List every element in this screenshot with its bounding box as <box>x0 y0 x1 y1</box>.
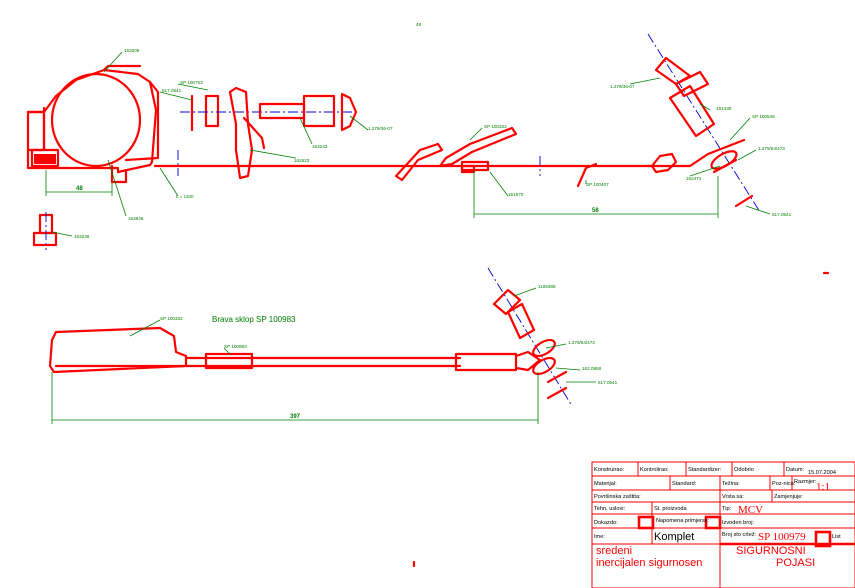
tb-napomena: Napomena primjersk: <box>656 518 710 524</box>
tb-vrsta: Vrsta sa: <box>722 494 744 500</box>
tb-materijal: Materijal: <box>594 481 617 487</box>
upper-labels: 163209 SP 100753 517.0541 163243 1.279/3… <box>74 48 792 239</box>
tb-st-proizvoda: St. proizvoda <box>654 506 688 512</box>
label-161430: 161430 <box>716 106 732 111</box>
lower-assembly-title: Brava sklop SP 100983 <box>212 315 296 324</box>
tb-konstruirao: Konstruirao: <box>594 467 625 473</box>
dim-right-len: 58 <box>592 208 599 214</box>
retractor-housing <box>26 64 160 184</box>
label-sp-100407: SP 100407 <box>586 182 609 187</box>
label-163243: 163243 <box>312 144 328 149</box>
label-517-right: 517.0541 <box>772 212 792 217</box>
tb-ime: Ime: <box>594 534 605 540</box>
lower-leaders <box>129 287 596 383</box>
tb-tip-value: MCV <box>738 504 763 516</box>
tb-odobrio: Odobrio <box>734 467 754 473</box>
leader-lines <box>51 51 771 237</box>
washer-set <box>180 94 360 132</box>
tb-ime-value: Komplet <box>654 531 694 543</box>
label-cable-note: L = 1100 <box>176 194 194 199</box>
label-1279-cap: 1.279/36-07 <box>368 126 393 131</box>
tb-datum-value: 15.07.2004 <box>808 470 836 476</box>
label-lower-517: 517.0541 <box>598 380 618 385</box>
label-lower-sp-100332: SP 100332 <box>160 316 183 321</box>
tb-list: List <box>832 534 841 540</box>
label-1279-right: 1.279/64/473 <box>758 146 785 151</box>
label-162623: 162623 <box>294 158 310 163</box>
label-1279-top-right: 1.279/36-07 <box>610 84 635 89</box>
tb-tip-label: Tip: <box>722 506 732 512</box>
tb-desc-line1: sredeni <box>596 545 632 557</box>
label-sp-100753: SP 100753 <box>180 80 203 85</box>
label-163236: 163236 <box>74 234 90 239</box>
tb-desc-line2: inercijalen sigurnosen <box>596 557 702 569</box>
tb-pozicija: Poz-nica: <box>772 481 796 487</box>
tb-izvoden: Izvoden broj: <box>722 520 754 526</box>
bolt-163236 <box>32 212 58 250</box>
tb-razmjer-value: 1:1 <box>816 481 830 493</box>
tb-razmjer-label: Razmjer: <box>794 479 817 485</box>
label-161970: 161970 <box>508 192 524 197</box>
label-sp-100332: SP 100332 <box>484 124 507 129</box>
screw-163243 <box>258 92 358 132</box>
label-163209: 163209 <box>124 48 140 53</box>
upper-dimensions: 48 58 <box>45 170 719 218</box>
lower-labels: SP 100332 SP 100993 1186488 1.279/64/473… <box>160 284 618 385</box>
tb-naziv-line1: SIGURNOSNI <box>736 545 806 557</box>
label-sp-100546: SP 100546 <box>752 114 775 119</box>
lower-buckle <box>48 267 573 407</box>
label-517-0541: 517.0541 <box>162 88 182 93</box>
lower-dimension: 397 <box>51 372 539 424</box>
buckle-assembly <box>576 33 761 213</box>
tb-kontrolirao: Kontrolirao: <box>640 467 669 473</box>
tb-tehn: Tehn. uslovi: <box>594 506 626 512</box>
dim-bottom-len: 397 <box>290 414 301 420</box>
tb-datum-label: Datum: <box>786 467 804 473</box>
tb-broj-value: SP 100979 <box>758 531 806 543</box>
belt-cable <box>153 126 654 182</box>
header-mark: 48 <box>416 22 422 27</box>
label-1186488: 1186488 <box>538 284 556 289</box>
label-sp-100993: SP 100993 <box>224 344 247 349</box>
label-163846: 163846 <box>128 216 144 221</box>
tb-zamjenjuje: Zamjenjuje: <box>774 494 803 500</box>
tb-povrsinska: Površinska zaštita: <box>594 494 641 500</box>
title-block: Konstruirao: Kontrolirao: Standardizer: … <box>591 461 855 588</box>
dim-left-offset: 48 <box>76 186 83 192</box>
tb-dokaz: Dokazdo: <box>594 520 618 526</box>
tb-standard: Standard: <box>672 481 697 487</box>
label-162-0958: 162.0958 <box>582 366 602 371</box>
tb-tezina: Težina: <box>722 481 740 487</box>
tb-broj-label: Broj sto crtež: <box>722 532 757 538</box>
lever-162623 <box>228 86 266 180</box>
tb-naziv-line2: POJASI <box>776 557 815 569</box>
label-lower-1279: 1.279/64/473 <box>568 340 595 345</box>
label-162471: 162471 <box>686 176 702 181</box>
tb-standardizer: Standardizer: <box>688 467 722 473</box>
